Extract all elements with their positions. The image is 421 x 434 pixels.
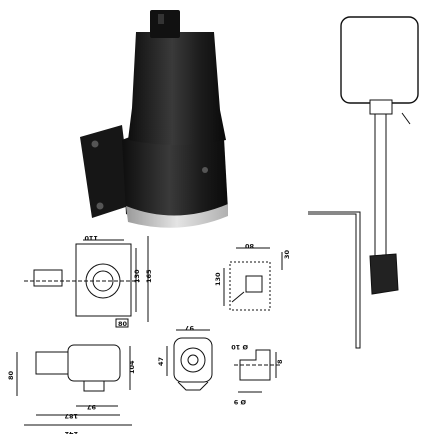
control-box <box>340 16 419 104</box>
dim-detail-diameter-b: Ø 9 <box>233 398 246 406</box>
dim-side-height: 80 <box>7 370 15 380</box>
dim-pattern-small: 30 <box>283 249 291 259</box>
dim-front-inner-height: 130 <box>133 269 141 283</box>
hole-pattern-drawing <box>223 247 283 311</box>
dim-detail-depth: 8 <box>276 359 284 364</box>
flange-hole <box>96 202 104 210</box>
dim-side-length-a: 187 <box>64 412 78 420</box>
pattern-outline <box>229 261 271 311</box>
front-body <box>75 243 132 317</box>
door-panel <box>308 211 361 349</box>
dim-side-length-b: 242 <box>64 430 78 434</box>
dim-front-small: 80 <box>118 320 128 328</box>
flange-hole <box>91 140 99 148</box>
side-connector <box>35 351 69 375</box>
plug-slot <box>158 14 164 24</box>
end-view-drawing <box>166 329 213 391</box>
end-boss <box>180 347 206 373</box>
side-flange <box>83 380 105 392</box>
dim-detail-diameter-a: Ø 10 <box>231 343 248 351</box>
end-base <box>177 381 209 391</box>
pattern-lever <box>231 291 245 303</box>
mounting-flange <box>80 125 132 218</box>
dim-end-height: 47 <box>157 357 165 366</box>
top-plug <box>150 10 180 38</box>
lower-housing <box>122 129 228 223</box>
dim-side-depth: 104 <box>128 360 136 374</box>
side-view-drawing <box>16 344 132 426</box>
dim-side-mid: 97 <box>87 403 96 411</box>
installation-schematic <box>308 16 419 349</box>
pattern-slot <box>245 275 263 293</box>
side-body <box>67 344 121 382</box>
dim-pattern-height: 130 <box>214 272 222 286</box>
dim-pattern-width: 80 <box>244 242 254 250</box>
small-flag <box>115 318 129 328</box>
dim-end-width: 97 <box>185 324 194 332</box>
end-boss-inner <box>187 354 199 366</box>
post-clamp <box>369 99 393 115</box>
front-view-drawing <box>24 236 149 328</box>
dim-front-outer-height: 165 <box>145 269 153 283</box>
detail-profile <box>239 349 271 381</box>
end-body <box>173 337 213 383</box>
detail-view-drawing <box>234 349 280 393</box>
upper-housing <box>128 32 226 145</box>
actuator-silhouette <box>369 253 399 295</box>
lever <box>401 112 411 125</box>
product-photo <box>80 10 228 228</box>
grey-collar <box>126 204 228 228</box>
dim-front-width: 110 <box>84 234 98 242</box>
left-connector <box>33 269 63 287</box>
side-screw <box>202 167 208 173</box>
